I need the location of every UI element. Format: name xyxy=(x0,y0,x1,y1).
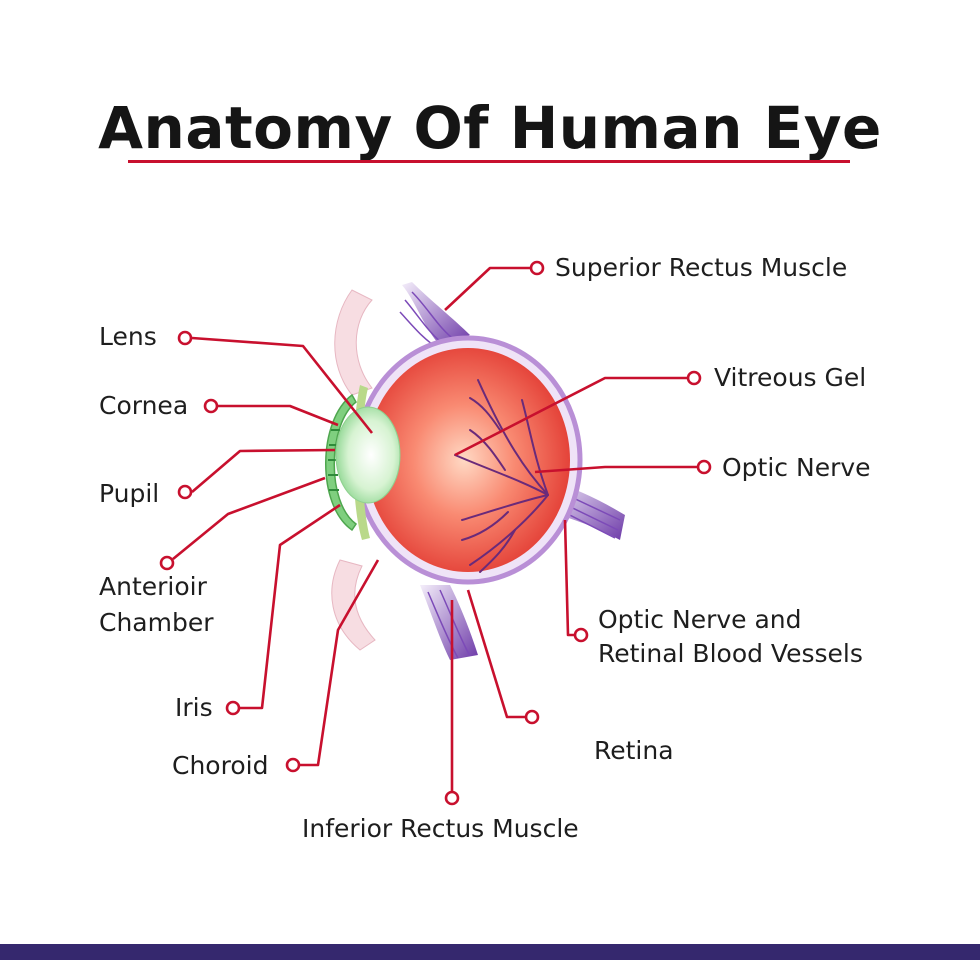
pupil-stripes xyxy=(328,429,340,491)
label-retina: Retina xyxy=(594,736,674,765)
label-inferior-rectus: Inferior Rectus Muscle xyxy=(302,814,579,843)
lens xyxy=(335,406,401,504)
label-optic-nerve: Optic Nerve xyxy=(722,453,871,482)
marker-anterior-chamber xyxy=(159,555,175,571)
leader-markers xyxy=(159,260,712,806)
label-vitreous-gel: Vitreous Gel xyxy=(714,363,867,392)
marker-superior-rectus xyxy=(529,260,545,276)
marker-choroid xyxy=(285,757,301,773)
leader-anterior-chamber xyxy=(172,476,326,561)
leader-iris xyxy=(240,503,341,710)
marker-pupil xyxy=(177,484,193,500)
label-pupil: Pupil xyxy=(99,479,160,508)
leader-lines xyxy=(172,266,698,795)
leader-lens xyxy=(191,336,374,434)
leader-optic-nerve xyxy=(534,465,698,474)
title-underline xyxy=(128,160,850,163)
leader-optic-nerve-vessels xyxy=(563,519,575,637)
label-superior-rectus: Superior Rectus Muscle xyxy=(555,253,848,282)
marker-optic-nerve-vessels xyxy=(573,627,589,643)
marker-retina xyxy=(524,709,540,725)
leader-pupil xyxy=(191,448,336,493)
marker-optic-nerve xyxy=(696,459,712,475)
retinal-vessels xyxy=(454,379,549,573)
upper-eyelid xyxy=(334,289,373,396)
label-optic-nerve-vessels-line1: Optic Nerve and xyxy=(598,605,802,634)
inferior-rectus-muscle xyxy=(420,585,478,660)
label-optic-nerve-vessels-line2: Retinal Blood Vessels xyxy=(598,639,863,668)
marker-iris xyxy=(225,700,241,716)
marker-cornea xyxy=(203,398,219,414)
marker-lens xyxy=(177,330,193,346)
leader-vitreous-gel xyxy=(454,376,688,457)
leader-choroid xyxy=(300,559,380,767)
leader-retina xyxy=(466,589,525,719)
label-anterior-chamber-line2: Chamber xyxy=(99,608,214,637)
leader-cornea xyxy=(218,404,339,427)
label-lens: Lens xyxy=(99,322,157,351)
label-cornea: Cornea xyxy=(99,391,189,420)
leader-superior-rectus xyxy=(444,266,530,311)
label-anterior-chamber-line1: Anterioir xyxy=(99,572,207,601)
label-iris: Iris xyxy=(175,693,213,722)
bottom-bar xyxy=(0,944,980,960)
marker-inferior-rectus xyxy=(444,790,460,806)
label-choroid: Choroid xyxy=(172,751,269,780)
marker-vitreous-gel xyxy=(686,370,702,386)
page-title: Anatomy Of Human Eye xyxy=(98,94,882,162)
